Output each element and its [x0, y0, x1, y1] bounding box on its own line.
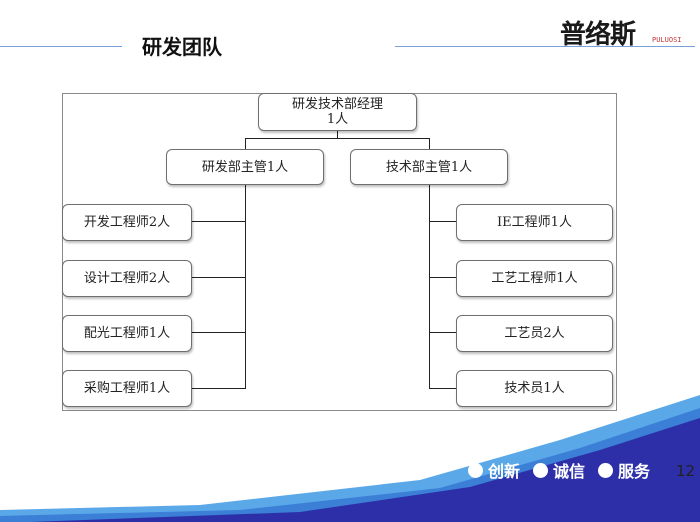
connector-right-1: [429, 221, 456, 222]
connector-right-4: [429, 388, 456, 389]
connector-left-spine: [245, 184, 246, 388]
connector-left-4: [191, 388, 246, 389]
connector-right-spine: [429, 184, 430, 388]
connector-right-2: [429, 277, 456, 278]
motto-item-3: 服务: [598, 458, 650, 482]
org-node-right-head: 技术部主管1人: [350, 149, 508, 185]
connector-root-down: [337, 130, 338, 138]
connector-right-3: [429, 332, 456, 333]
org-node-right-1: IE工程师1人: [456, 204, 613, 241]
logo-wordmark: 普络斯: [560, 20, 636, 50]
page-title: 研发团队: [142, 35, 222, 59]
bullet-dot-icon: [533, 462, 549, 478]
brand-logo: 普络斯 PULUOSI: [560, 14, 692, 50]
header-rule-right: [395, 46, 695, 47]
org-node-right-2: 工艺工程师1人: [456, 260, 613, 297]
connector-left-1: [191, 221, 246, 222]
motto-item-1: 创新: [468, 458, 520, 482]
motto-item-2: 诚信: [533, 458, 585, 482]
bullet-dot-icon: [468, 462, 483, 478]
connector-left-head: [245, 138, 246, 149]
org-node-left-3: 配光工程师1人: [62, 315, 192, 352]
connector-right-head: [429, 138, 430, 149]
page-number: 12: [676, 462, 696, 480]
connector-heads-bar: [245, 138, 429, 139]
org-node-left-2: 设计工程师2人: [62, 260, 192, 297]
org-node-right-3: 工艺员2人: [456, 315, 613, 352]
org-node-left-1: 开发工程师2人: [62, 204, 192, 241]
connector-left-3: [191, 332, 246, 333]
bullet-dot-icon: [598, 462, 614, 478]
org-node-root: 研发技术部经理 1人: [258, 93, 417, 131]
org-node-left-4: 采购工程师1人: [62, 370, 192, 407]
org-node-left-head: 研发部主管1人: [166, 149, 324, 185]
connector-left-2: [191, 277, 246, 278]
org-node-right-4: 技术员1人: [456, 370, 613, 407]
footer-motto: 创新 诚信 服务: [468, 457, 663, 483]
header-rule-left: [0, 46, 122, 47]
logo-subtext: PULUOSI: [652, 36, 682, 44]
